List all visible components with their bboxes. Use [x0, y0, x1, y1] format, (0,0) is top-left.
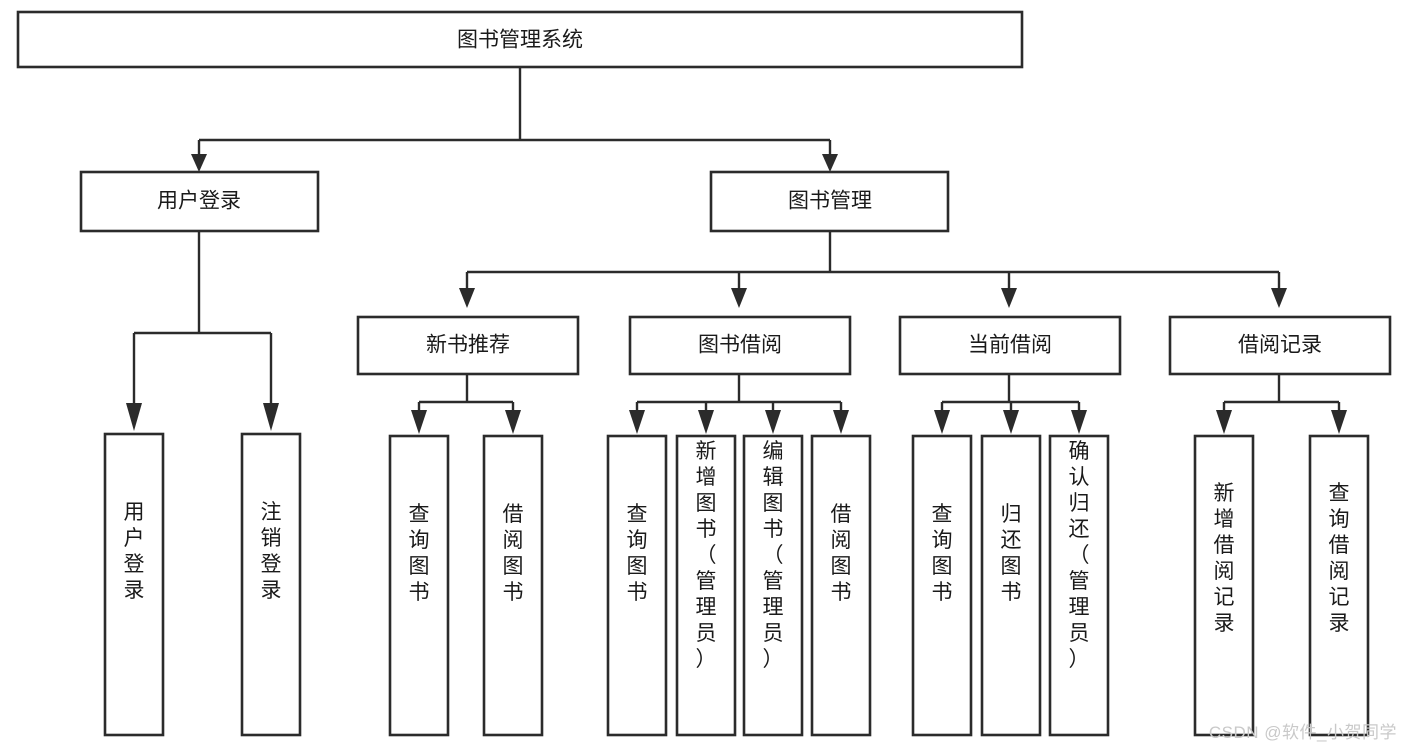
arrow-current-to-leaf1: [934, 410, 950, 434]
node-leaf-user-login-box[interactable]: [103, 432, 165, 737]
node-root-system[interactable]: 图书管理系统: [16, 10, 1024, 69]
node-leaf-edit-book-admin-label: 编辑图书（管理员）: [763, 440, 784, 671]
node-borrow-record-label: 借阅记录: [1238, 334, 1322, 357]
connector-layer: [126, 67, 1347, 434]
node-new-book-recommend-label: 新书推荐: [426, 334, 510, 357]
node-root-box[interactable]: [16, 10, 1024, 69]
arrow-userlogin-to-leaf1: [126, 403, 142, 431]
node-leaf-return-book-label: 归还图书: [1001, 503, 1022, 604]
node-leaf-edit-book-admin-box[interactable]: [742, 434, 804, 737]
node-book-borrow[interactable]: 图书借阅: [628, 315, 852, 376]
node-leaf-add-book-admin[interactable]: 新增图书（管理员）: [675, 434, 737, 737]
arrow-bookmgmt-to-record: [1271, 288, 1287, 308]
arrow-borrow-to-leaf2: [698, 410, 714, 434]
node-user-login[interactable]: 用户登录: [79, 170, 320, 233]
node-borrow-record[interactable]: 借阅记录: [1168, 315, 1392, 376]
node-book-management-box[interactable]: [709, 170, 950, 233]
node-current-borrow[interactable]: 当前借阅: [898, 315, 1122, 376]
node-leaf-logout[interactable]: 注销登录: [240, 432, 302, 737]
node-book-borrow-label: 图书借阅: [698, 334, 782, 357]
arrow-borrow-to-leaf3: [765, 410, 781, 434]
node-current-borrow-label: 当前借阅: [968, 334, 1052, 357]
node-leaf-borrow-book-2-label: 借阅图书: [831, 503, 852, 604]
node-leaf-return-book[interactable]: 归还图书: [980, 434, 1042, 737]
node-leaf-confirm-return-admin[interactable]: 确认归还（管理员）: [1048, 434, 1110, 737]
node-leaf-query-book-1[interactable]: 查询图书: [388, 434, 450, 737]
node-leaf-user-login-label: 用户登录: [124, 501, 145, 602]
arrow-newbook-to-leaf1: [411, 410, 427, 434]
node-root-label: 图书管理系统: [457, 29, 583, 52]
node-new-book-recommend-box[interactable]: [356, 315, 580, 376]
node-leaf-borrow-book-2[interactable]: 借阅图书: [810, 434, 872, 737]
arrow-bookmgmt-to-borrow: [731, 288, 747, 308]
node-leaf-query-borrow-record-box[interactable]: [1308, 434, 1370, 737]
node-leaf-add-borrow-record-label: 新增借阅记录: [1214, 482, 1235, 635]
node-leaf-borrow-book-2-box[interactable]: [810, 434, 872, 737]
node-borrow-record-box[interactable]: [1168, 315, 1392, 376]
arrow-bookmgmt-to-current: [1001, 288, 1017, 308]
node-leaf-query-book-1-box[interactable]: [388, 434, 450, 737]
arrow-record-to-leaf2: [1331, 410, 1347, 434]
node-leaf-confirm-return-admin-label: 确认归还（管理员）: [1069, 440, 1090, 671]
node-leaf-add-book-admin-label: 新增图书（管理员）: [696, 440, 717, 671]
node-leaf-query-book-2[interactable]: 查询图书: [606, 434, 668, 737]
node-new-book-recommend[interactable]: 新书推荐: [356, 315, 580, 376]
node-leaf-query-book-2-label: 查询图书: [627, 503, 648, 604]
node-leaf-confirm-return-admin-box[interactable]: [1048, 434, 1110, 737]
node-leaf-query-borrow-record-label: 查询借阅记录: [1329, 482, 1350, 635]
arrow-root-to-book-mgmt: [822, 154, 838, 172]
arrow-current-to-leaf3: [1071, 410, 1087, 434]
node-current-borrow-box[interactable]: [898, 315, 1122, 376]
node-leaf-edit-book-admin[interactable]: 编辑图书（管理员）: [742, 434, 804, 737]
node-leaf-query-book-1-label: 查询图书: [409, 503, 430, 604]
node-leaf-borrow-book-1[interactable]: 借阅图书: [482, 434, 544, 737]
node-user-login-box[interactable]: [79, 170, 320, 233]
arrow-root-to-user-login: [191, 154, 207, 172]
node-leaf-logout-box[interactable]: [240, 432, 302, 737]
node-book-management[interactable]: 图书管理: [709, 170, 950, 233]
arrow-record-to-leaf1: [1216, 410, 1232, 434]
node-leaf-user-login[interactable]: 用户登录: [103, 432, 165, 737]
node-leaf-return-book-box[interactable]: [980, 434, 1042, 737]
node-leaf-logout-label: 注销登录: [261, 501, 282, 602]
node-leaf-borrow-book-1-label: 借阅图书: [503, 503, 524, 604]
node-leaf-query-book-3-label: 查询图书: [932, 503, 953, 604]
node-leaf-borrow-book-1-box[interactable]: [482, 434, 544, 737]
node-leaf-add-borrow-record[interactable]: 新增借阅记录: [1193, 434, 1255, 737]
arrow-bookmgmt-to-newbook: [459, 288, 475, 308]
arrow-newbook-to-leaf2: [505, 410, 521, 434]
node-user-login-label: 用户登录: [157, 190, 241, 213]
arrow-borrow-to-leaf1: [629, 410, 645, 434]
node-book-management-label: 图书管理: [788, 190, 872, 213]
arrow-userlogin-to-leaf2: [263, 403, 279, 431]
node-leaf-query-borrow-record[interactable]: 查询借阅记录: [1308, 434, 1370, 737]
node-leaf-query-book-3-box[interactable]: [911, 434, 973, 737]
arrow-borrow-to-leaf4: [833, 410, 849, 434]
node-book-borrow-box[interactable]: [628, 315, 852, 376]
node-leaf-add-borrow-record-box[interactable]: [1193, 434, 1255, 737]
node-leaf-add-book-admin-box[interactable]: [675, 434, 737, 737]
node-leaf-query-book-3[interactable]: 查询图书: [911, 434, 973, 737]
arrow-current-to-leaf2: [1003, 410, 1019, 434]
node-leaf-query-book-2-box[interactable]: [606, 434, 668, 737]
